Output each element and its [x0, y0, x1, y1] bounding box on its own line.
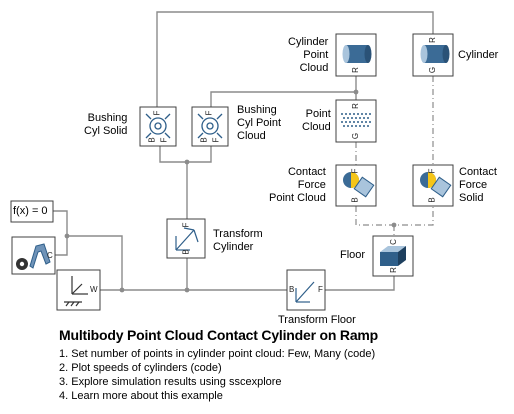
- port-F: F: [152, 110, 162, 116]
- port-B: B: [199, 137, 209, 143]
- contact-force-icon: [420, 172, 452, 198]
- port-F: F: [350, 168, 360, 174]
- model-title: Multibody Point Cloud Contact Cylinder o…: [59, 327, 379, 343]
- port-R: R: [427, 37, 437, 43]
- port-R: R: [350, 67, 360, 73]
- transform-icon: [295, 281, 315, 303]
- floor-block[interactable]: [372, 235, 414, 277]
- bushing-cyl-point-cloud-label: Bushing Cyl Point Cloud: [237, 104, 282, 142]
- bushing-icon: [197, 113, 223, 139]
- port-F: F: [318, 285, 323, 294]
- port-F: F: [427, 168, 437, 174]
- geom-line-contact: [355, 206, 434, 226]
- link-learn-more[interactable]: 4. Learn more about this example: [59, 390, 223, 402]
- bushing-cyl-point-cloud-block[interactable]: [191, 106, 229, 147]
- port-F: F: [204, 110, 214, 116]
- port-B: B: [181, 249, 191, 255]
- port-B: B: [289, 285, 295, 294]
- solver-configuration-block[interactable]: [10, 200, 54, 223]
- port-F: F: [211, 137, 221, 143]
- cylinder-icon: [342, 45, 372, 63]
- port-R: R: [388, 267, 398, 273]
- point-cloud-icon: [341, 113, 371, 127]
- bushing-icon: [145, 113, 171, 139]
- line-bushing-to-pointcloud: [210, 91, 357, 107]
- transform-floor-label: Transform Floor: [278, 314, 356, 326]
- port-G: G: [351, 132, 361, 140]
- contact-force-icon: [343, 172, 375, 198]
- port-F: F: [181, 222, 191, 228]
- port-B: B: [427, 197, 437, 203]
- port-C: C: [47, 251, 53, 260]
- contact-force-point-cloud-label: Contact Force Point Cloud: [269, 166, 326, 204]
- cylinder-block[interactable]: [412, 33, 454, 77]
- bushing-cyl-solid-block[interactable]: [139, 106, 177, 147]
- contact-force-solid-block[interactable]: [412, 164, 454, 207]
- contact-force-solid-label: Contact Force Solid: [459, 166, 497, 204]
- mechanism-configuration-block[interactable]: [11, 236, 56, 275]
- link-plot-speeds[interactable]: 2. Plot speeds of cylinders (code): [59, 362, 222, 374]
- cylinder-icon: [420, 45, 450, 63]
- mechanism-icon: [16, 243, 51, 270]
- world-frame-icon: [64, 276, 88, 307]
- transform-cylinder-block[interactable]: [166, 218, 206, 259]
- port-C: C: [388, 239, 398, 245]
- line-mech-config: [55, 236, 68, 256]
- line-bushing-B: [159, 146, 212, 163]
- bushing-cyl-solid-label: Bushing Cyl Solid: [84, 112, 128, 137]
- link-sscexplore[interactable]: 3. Explore simulation results using ssce…: [59, 376, 282, 388]
- example-links: 1. Set number of points in cylinder poin…: [59, 347, 375, 403]
- solver-configuration-label: f(x) = 0: [13, 205, 48, 217]
- floor-label: Floor: [340, 249, 366, 261]
- cylinder-point-cloud-block[interactable]: [335, 33, 377, 77]
- port-G: G: [428, 66, 438, 74]
- contact-force-point-cloud-block[interactable]: [335, 164, 377, 207]
- transform-cylinder-label: Transform Cylinder: [213, 228, 263, 253]
- cylinder-label: Cylinder: [458, 49, 499, 61]
- link-set-points[interactable]: 1. Set number of points in cylinder poin…: [59, 348, 376, 360]
- line-top-bus: [156, 11, 434, 107]
- line-transform-floor-to-floor: [325, 276, 395, 291]
- world-frame-block[interactable]: [56, 269, 101, 311]
- port-B: B: [350, 197, 360, 203]
- junction-dots: [64, 89, 397, 293]
- floor-icon: [380, 246, 406, 266]
- cylinder-point-cloud-label: Cylinder Point Cloud: [288, 36, 329, 74]
- transform-floor-block[interactable]: [286, 269, 326, 311]
- port-F: F: [159, 137, 169, 143]
- port-R: R: [350, 103, 360, 109]
- port-B: B: [147, 137, 157, 143]
- point-cloud-label: Point Cloud: [302, 108, 331, 133]
- transform-icon: [175, 227, 199, 251]
- port-W: W: [90, 285, 98, 294]
- point-cloud-block[interactable]: [335, 99, 377, 143]
